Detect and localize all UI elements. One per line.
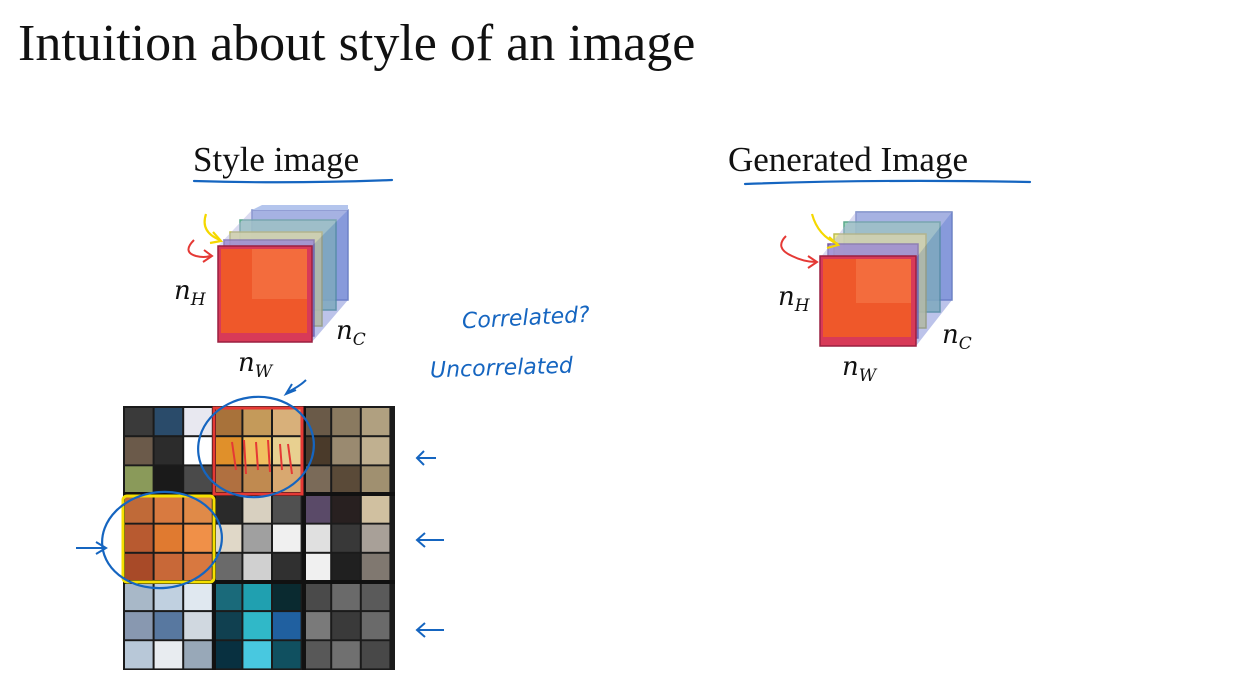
neuron-patch [154, 524, 183, 552]
neuron-patch [184, 582, 212, 611]
neuron-patch [213, 582, 242, 611]
neuron-patch [302, 495, 331, 523]
neuron-patch [154, 437, 183, 465]
neuron-patch [273, 437, 301, 465]
neuron-patch [243, 466, 271, 494]
neuron-patch [154, 612, 183, 640]
neuron-patch [273, 524, 301, 552]
neuron-patch [184, 466, 212, 494]
neuron-patch [273, 495, 301, 523]
neuron-patch [184, 641, 212, 669]
neuron-patch [213, 553, 242, 581]
neuron-patch [332, 582, 360, 611]
slide-title: Intuition about style of an image [18, 15, 696, 72]
neuron-patch [213, 641, 242, 669]
neuron-patch [332, 612, 360, 640]
neuron-patch [213, 495, 242, 523]
row-arrow-2 [415, 532, 444, 548]
channel-slice-front [217, 245, 313, 343]
neuron-patch [213, 466, 242, 494]
style-nc-label: nC [336, 316, 366, 350]
neuron-patch [332, 495, 360, 523]
neuron-patch [302, 466, 331, 494]
neuron-patch [243, 524, 271, 552]
neuron-patch [273, 582, 301, 611]
neuron-patch [273, 408, 301, 436]
neuron-patch [243, 641, 271, 669]
row-arrow-3 [415, 622, 444, 638]
yellow-pointer-arrow [203, 213, 221, 242]
gen-nw-label: nW [842, 352, 877, 386]
neuron-patch [184, 612, 212, 640]
neuron-patch [125, 553, 153, 581]
neuron-patch [125, 437, 153, 465]
neuron-patch [184, 524, 212, 552]
neuron-patch [273, 612, 301, 640]
neuron-patch [243, 612, 271, 640]
neuron-patch [302, 641, 331, 669]
neuron-patch [302, 524, 331, 552]
generated-image-heading: Generated Image [728, 140, 968, 179]
neuron-patch [273, 553, 301, 581]
neuron-patch [213, 612, 242, 640]
blue-circle-top [197, 395, 315, 499]
neuron-patch [361, 641, 390, 669]
neuron-patch [243, 495, 271, 523]
neuron-patch [302, 582, 331, 611]
neuron-patch [302, 612, 331, 640]
red-pointer-arrow [187, 239, 211, 258]
neuron-patch [332, 437, 360, 465]
neuron-patch [332, 408, 360, 436]
neuron-patch [154, 408, 183, 436]
neuron-patch [154, 495, 183, 523]
neuron-patch [361, 612, 390, 640]
neuron-patch [361, 524, 390, 552]
neuron-patch [243, 582, 271, 611]
neuron-patch [332, 553, 360, 581]
neuron-patch [243, 553, 271, 581]
red-highlight-box [212, 406, 304, 496]
neuron-patch [361, 408, 390, 436]
neuron-patch [243, 408, 271, 436]
top-blue-arrow [287, 379, 307, 393]
neuron-patch [125, 612, 153, 640]
neuron-patch [302, 553, 331, 581]
neuron-patch [361, 582, 390, 611]
gen-red-pointer-arrow [780, 235, 817, 263]
style-nh-label: nH [174, 276, 206, 310]
neuron-patch [125, 641, 153, 669]
neuron-patch [154, 553, 183, 581]
neuron-patch [332, 466, 360, 494]
neuron-patch [213, 408, 242, 436]
row-arrow-1 [415, 450, 436, 466]
neuron-patch [213, 524, 242, 552]
yellow-highlight-box [121, 494, 216, 584]
neuron-patch [361, 437, 390, 465]
neuron-patch [361, 495, 390, 523]
neuron-patch [332, 524, 360, 552]
style-nw-label: nW [238, 348, 273, 382]
neuron-patch [125, 495, 153, 523]
neuron-patch [302, 437, 331, 465]
gen-nc-label: nC [942, 320, 972, 354]
neuron-patch [273, 641, 301, 669]
neuron-patch [332, 641, 360, 669]
style-image-heading: Style image [193, 140, 360, 179]
neuron-patch [361, 553, 390, 581]
gen-channel-slice-front [819, 255, 917, 347]
neuron-patch [361, 466, 390, 494]
neuron-patch [154, 466, 183, 494]
gen-nh-label: nH [778, 282, 810, 316]
neuron-patch [213, 437, 242, 465]
neuron-patch [125, 524, 153, 552]
neuron-patch [125, 466, 153, 494]
neuron-patch [154, 641, 183, 669]
neuron-patch [125, 408, 153, 436]
